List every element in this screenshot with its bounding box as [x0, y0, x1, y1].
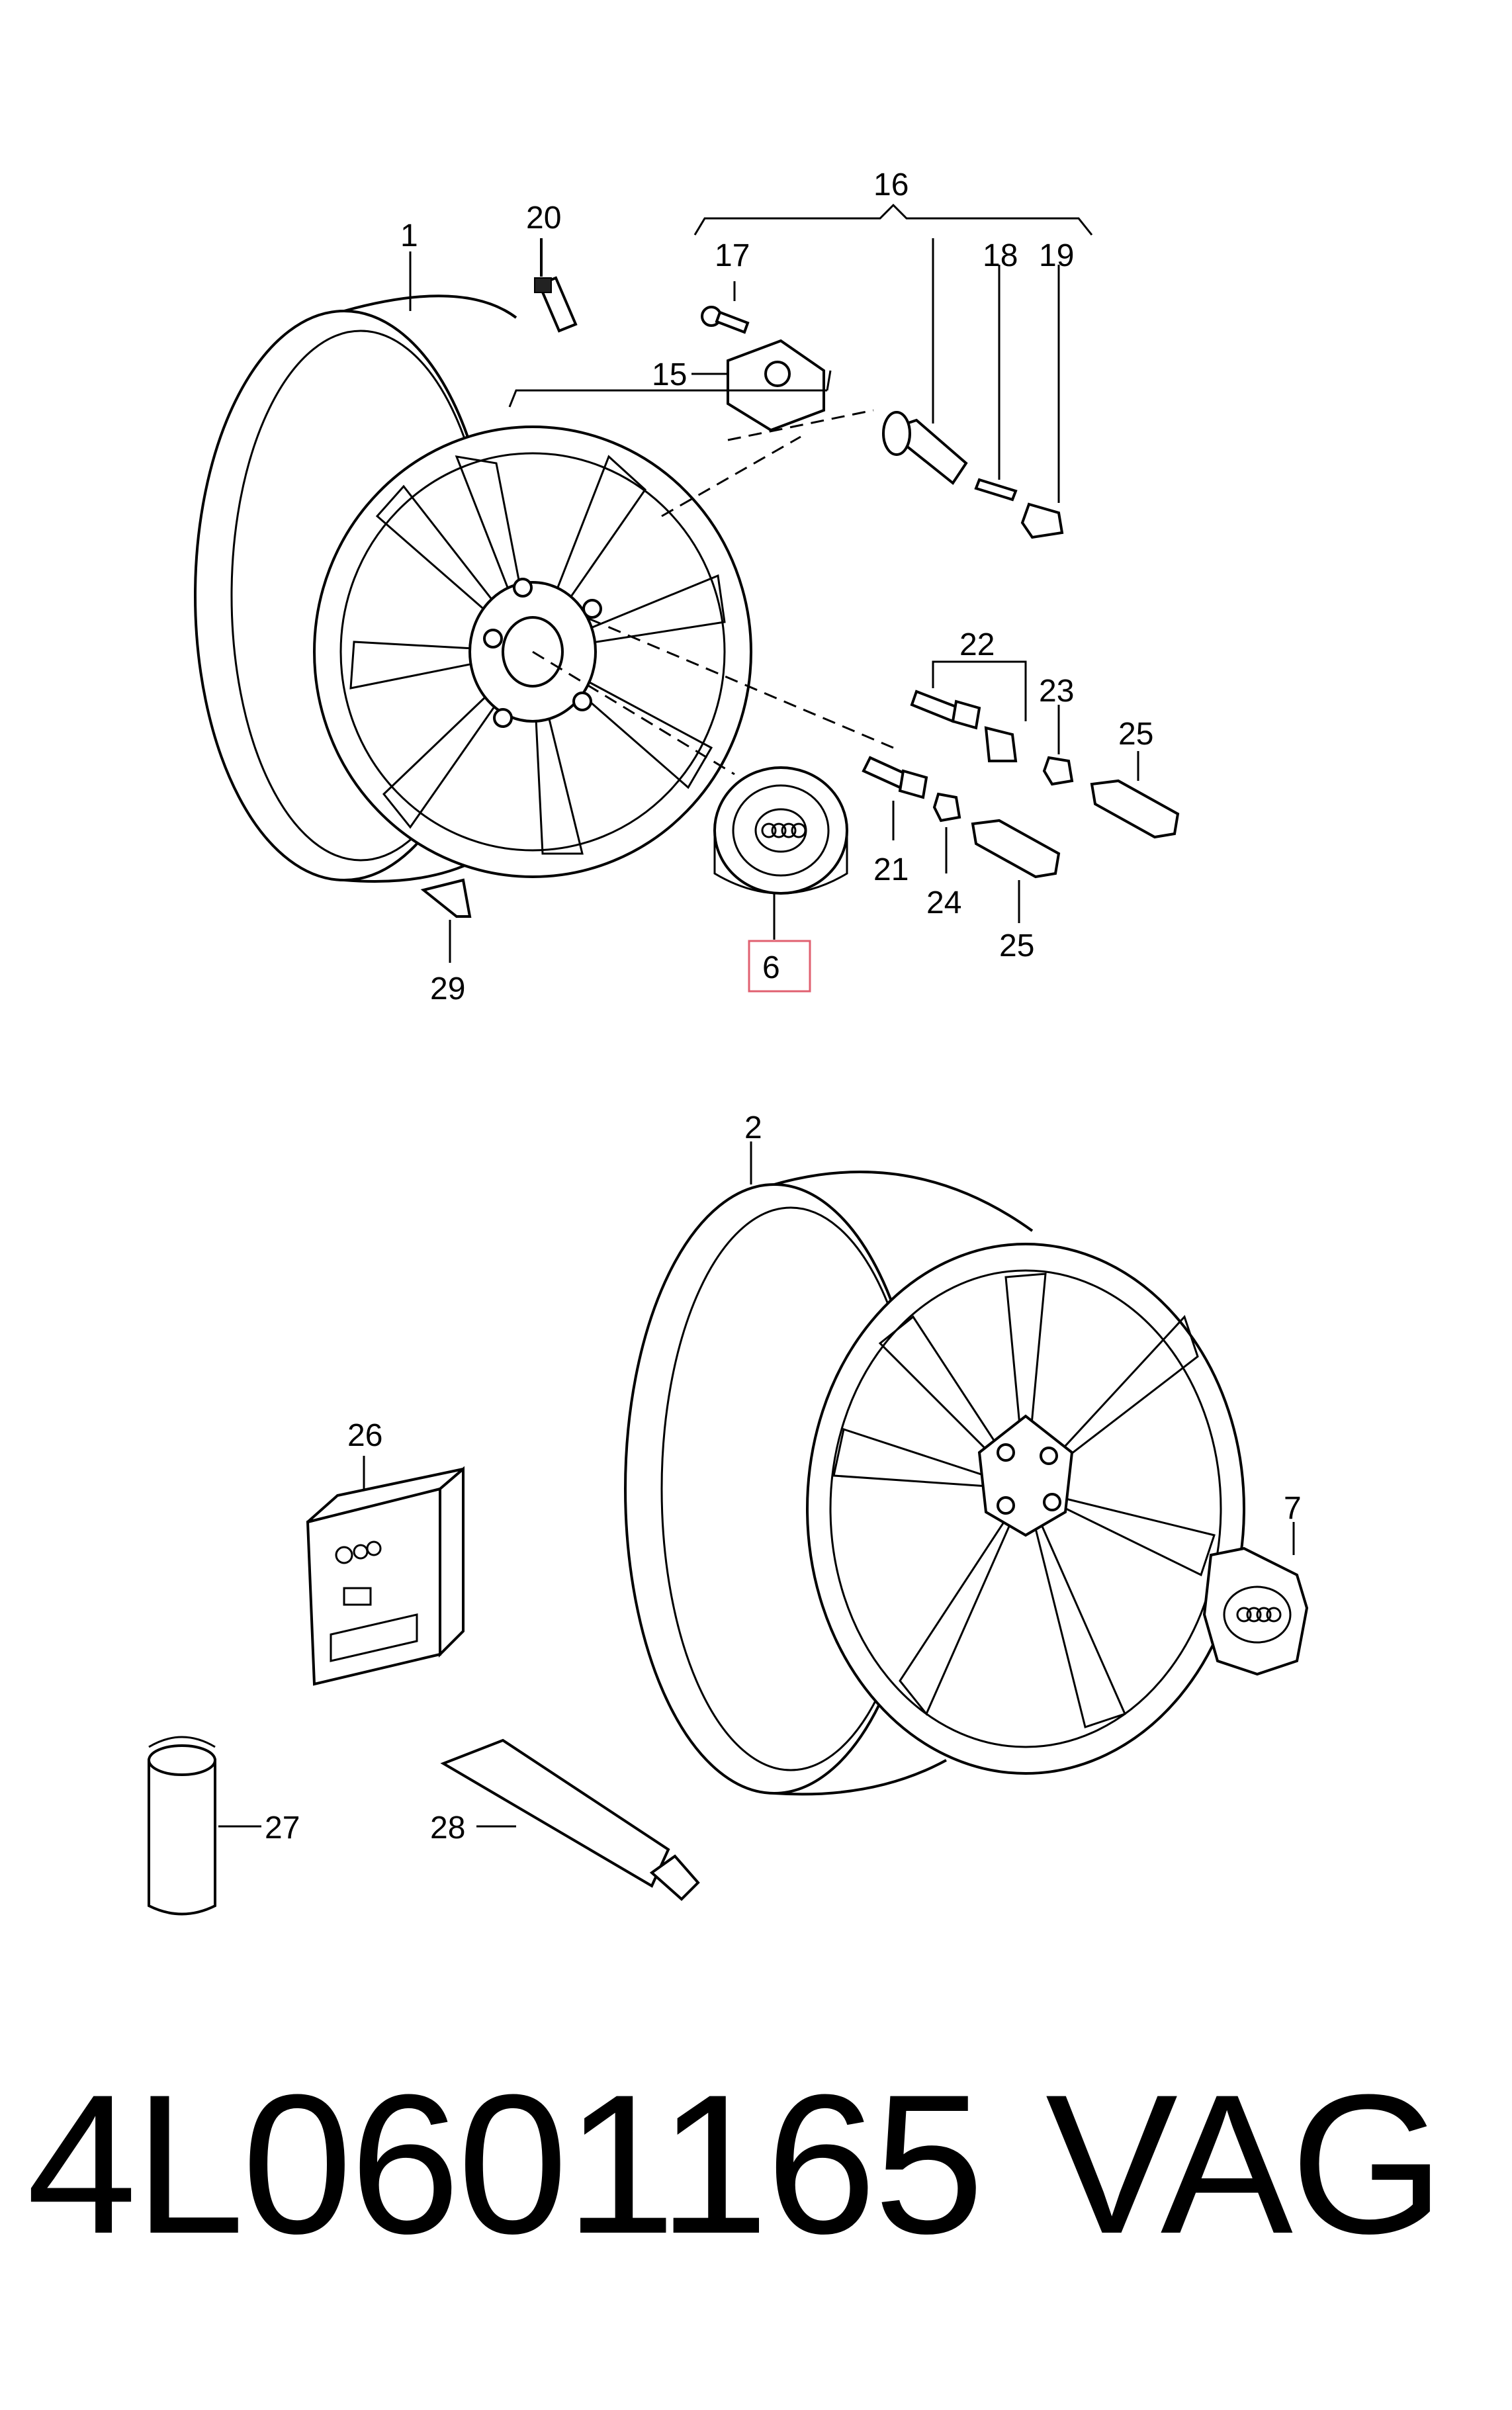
callout-24: 24 [926, 885, 961, 920]
callout-29: 29 [430, 971, 465, 1006]
nut-24 [932, 792, 961, 873]
nut-23 [1042, 705, 1074, 786]
callout-25-upper: 25 [1118, 717, 1153, 752]
callout-15: 15 [652, 357, 687, 392]
callout-16: 16 [873, 167, 909, 202]
leader-lines-upper [409, 203, 1093, 776]
callout-1: 1 [400, 218, 418, 253]
tpms-sensor-15 [727, 339, 825, 432]
wheel-2 [624, 1141, 1245, 1796]
callout-2: 2 [744, 1110, 762, 1145]
valve-16 [882, 411, 968, 485]
balance-weight-29 [420, 878, 472, 963]
callout-27: 27 [265, 1810, 300, 1846]
brand-name: VAG [1045, 2053, 1445, 2275]
callout-28: 28 [430, 1810, 465, 1846]
spray-can-27 [148, 1736, 261, 1916]
valve-core-18 [974, 478, 1018, 502]
callout-20: 20 [526, 201, 561, 236]
callout-26: 26 [347, 1418, 382, 1453]
bolt-cap-25-upper [1090, 751, 1180, 839]
paint-kit-26 [306, 1456, 465, 1686]
valve-cap-19 [1020, 502, 1064, 539]
callout-7: 7 [1284, 1491, 1302, 1526]
callout-19: 19 [1039, 238, 1074, 273]
bolt-cap-25-lower [971, 819, 1061, 923]
hub-cap-6 [713, 766, 848, 993]
callout-6-highlight-box [748, 940, 811, 993]
callout-22: 22 [959, 627, 995, 662]
callout-17: 17 [715, 238, 750, 273]
callout-23: 23 [1039, 674, 1074, 709]
callout-21: 21 [873, 852, 909, 887]
part-caption: 4L0601165 VAG [26, 2065, 1482, 2263]
callout-labels: 1 2 6 7 15 16 17 18 19 20 21 22 23 24 25… [265, 167, 1302, 1846]
bolt-22 [910, 660, 1027, 762]
center-cap-7 [1202, 1522, 1309, 1676]
callout-6: 6 [762, 950, 780, 985]
valve-stem-20 [534, 238, 578, 333]
wheel-bolt-21 [862, 756, 928, 840]
screw-17 [701, 306, 750, 334]
callout-25-lower: 25 [999, 928, 1034, 963]
paste-tube-28 [440, 1738, 700, 1901]
callout-18: 18 [983, 238, 1018, 273]
part-number: 4L0601165 [26, 2053, 984, 2275]
